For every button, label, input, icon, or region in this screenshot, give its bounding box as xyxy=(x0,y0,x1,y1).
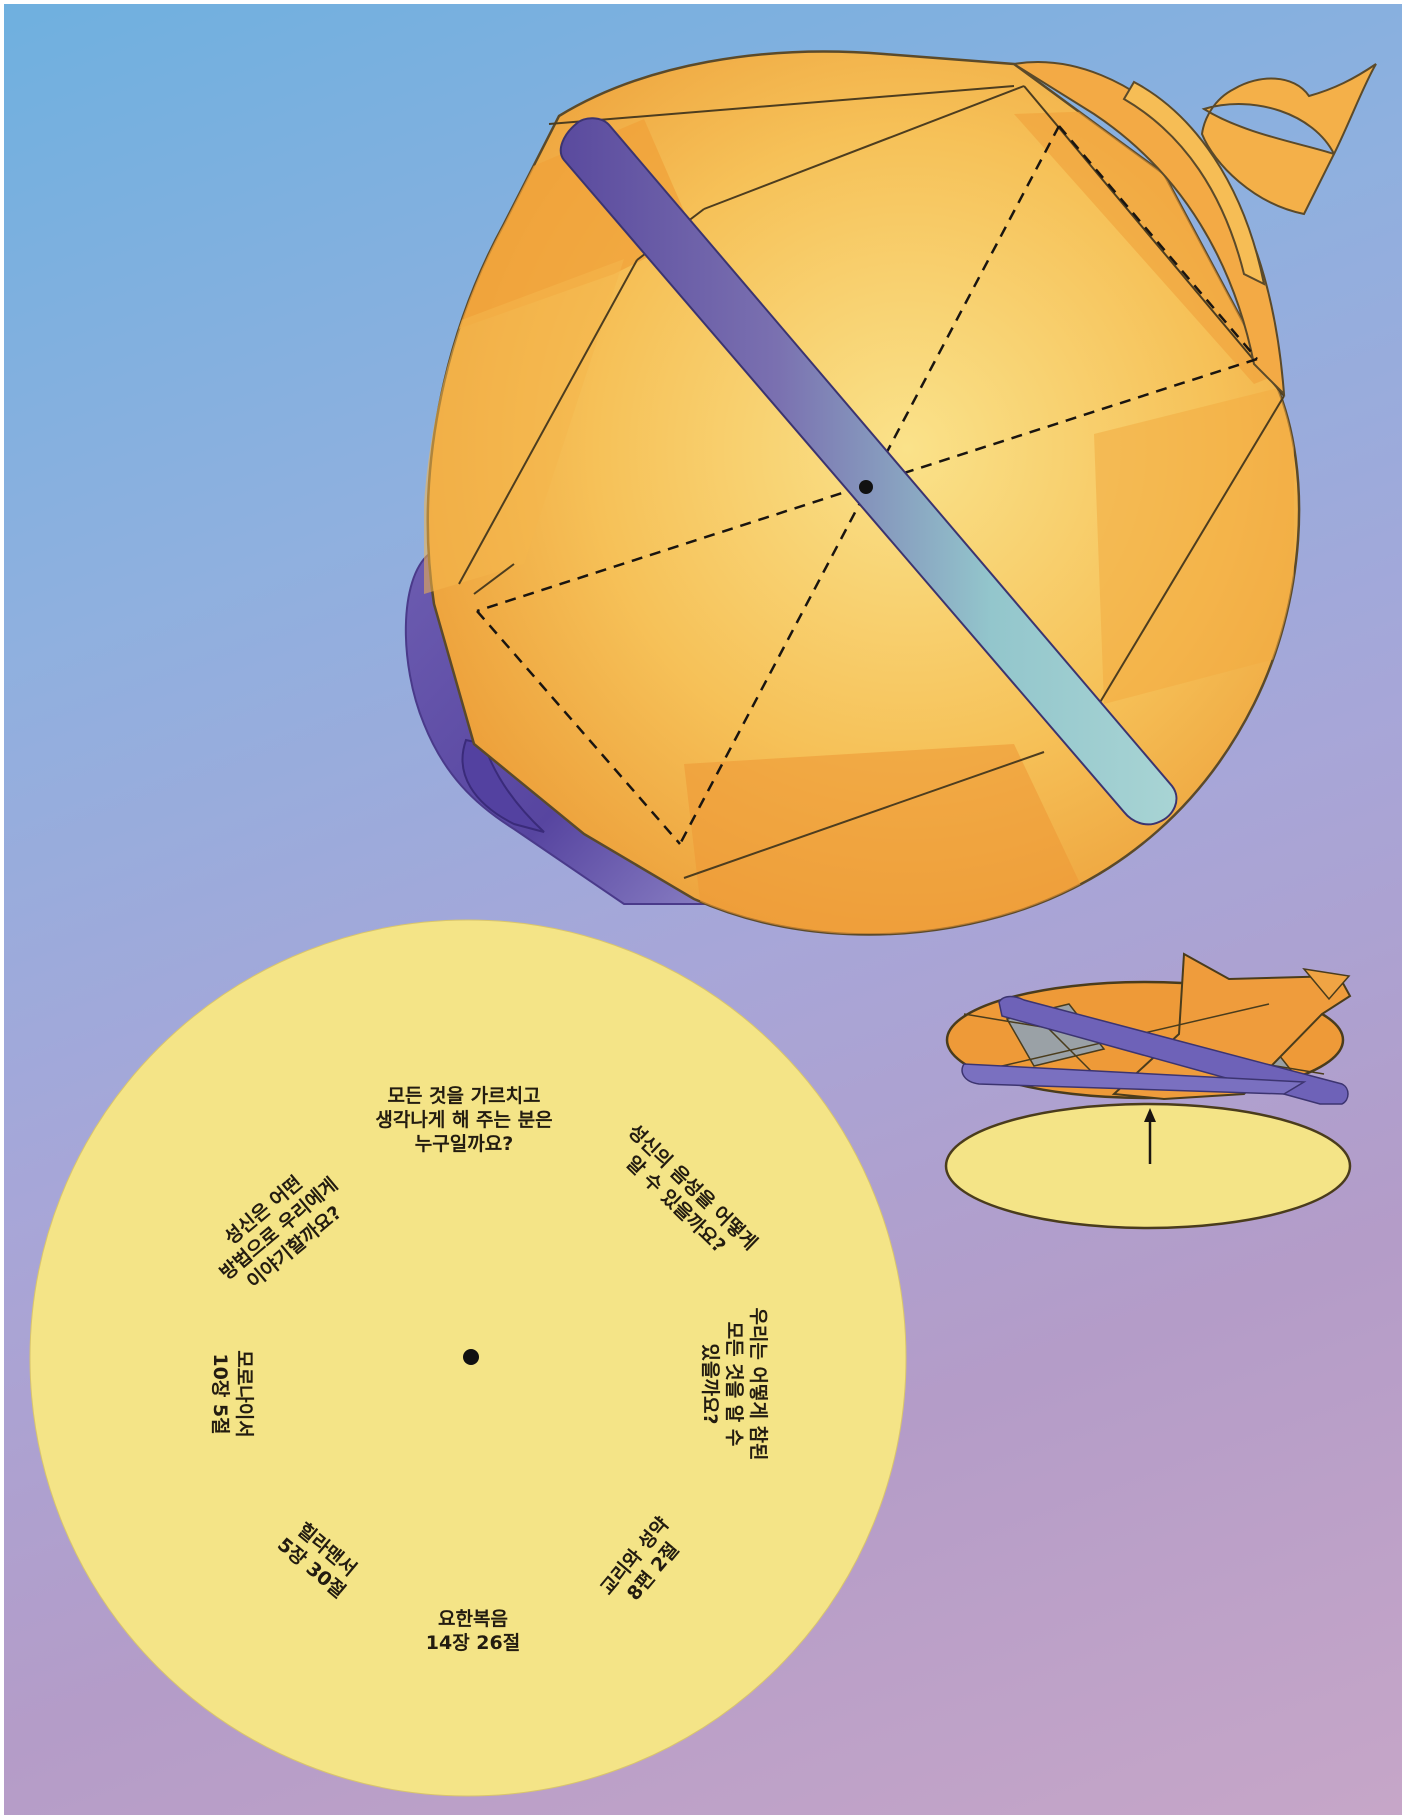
wheel-question-teacher-line: 모든 것을 가르치고 xyxy=(387,1085,541,1107)
dashed-guide-outline xyxy=(476,610,681,845)
globe-cap-ring xyxy=(1122,80,1266,286)
wheel-reference-john-line: 14장 26절 xyxy=(425,1632,521,1654)
wheel-reference-moroni-line: 모로나이서 xyxy=(233,1350,255,1438)
dashed-guide-outline xyxy=(1058,125,1258,360)
panel-line xyxy=(548,85,1015,125)
panel-line xyxy=(1023,85,1285,397)
spinner-top-illustration xyxy=(404,50,1377,936)
diagram-bar-2 xyxy=(961,1063,1307,1095)
globe-finial xyxy=(1200,63,1377,216)
globe-center-dot xyxy=(859,480,873,494)
diagram-bottom-disc xyxy=(944,1102,1352,1230)
diagram-arrow xyxy=(1144,1108,1156,1164)
assembly-diagram xyxy=(944,952,1352,1230)
wheel-question-truth-line: 모든 것을 알 수 xyxy=(723,1321,745,1447)
globe-base-knob xyxy=(461,738,545,833)
wheel-question-truth-line: 우리는 어떻게 참된 xyxy=(747,1307,769,1461)
panel-line xyxy=(473,563,515,595)
panel-line xyxy=(1098,395,1285,705)
panel-line xyxy=(458,259,638,585)
wheel-reference-moroni-line: 10장 5절 xyxy=(209,1353,231,1435)
wheel-question-truth-line: 있을까요? xyxy=(699,1343,721,1425)
wheel-question-teacher-line: 누구일까요? xyxy=(414,1133,514,1155)
wheel-center-dot xyxy=(463,1349,479,1365)
wheel-reference-john-line: 요한복음 xyxy=(438,1608,508,1630)
artwork xyxy=(29,50,1377,1797)
panel-line xyxy=(683,751,1045,879)
diagram-bar xyxy=(998,995,1349,1105)
globe-axis-bar xyxy=(559,117,1178,826)
wheel-question-teacher-line: 생각나게 해 주는 분은 xyxy=(375,1109,553,1131)
panel-line xyxy=(703,85,1025,210)
